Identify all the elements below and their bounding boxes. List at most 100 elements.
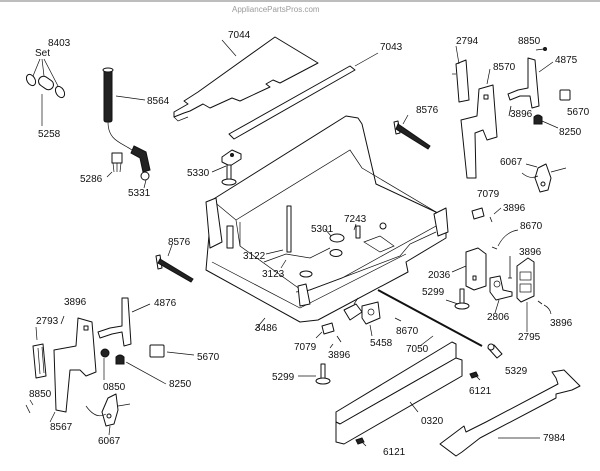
label-7984: 7984 bbox=[543, 433, 566, 444]
part-5329-cap[interactable] bbox=[487, 343, 503, 359]
part-2795-control-panel[interactable] bbox=[516, 257, 535, 303]
label-8576-left: 8576 bbox=[168, 237, 191, 248]
label-3896-top: 3896 bbox=[510, 109, 533, 120]
part-8850-screw-left[interactable] bbox=[25, 404, 31, 414]
part-7079-clip-center[interactable] bbox=[321, 322, 335, 335]
part-2794-cover[interactable] bbox=[452, 59, 470, 103]
part-6121-screw-bottom[interactable] bbox=[355, 437, 367, 447]
label-7243: 7243 bbox=[344, 214, 367, 225]
label-4876: 4876 bbox=[154, 298, 177, 309]
part-5458-valve[interactable] bbox=[343, 297, 381, 325]
part-7043-strip[interactable] bbox=[228, 65, 356, 140]
part-6067-thermostat-top[interactable] bbox=[521, 163, 567, 193]
part-7079-clip-right[interactable] bbox=[471, 207, 485, 220]
label-2795: 2795 bbox=[518, 332, 541, 343]
part-3896-screw-right-2[interactable] bbox=[508, 256, 512, 279]
part-3896-screw-center[interactable] bbox=[336, 335, 342, 343]
label-8250-left: 8250 bbox=[169, 379, 192, 390]
part-8576-element-left[interactable] bbox=[155, 254, 194, 283]
part-7044-panel[interactable] bbox=[173, 36, 319, 122]
label-5670-top: 5670 bbox=[567, 107, 590, 118]
label-7079-center: 7079 bbox=[294, 342, 317, 353]
label-8564: 8564 bbox=[147, 96, 170, 107]
part-6121-screw-right[interactable] bbox=[469, 371, 481, 381]
label-7050: 7050 bbox=[406, 344, 429, 355]
part-8564-hose[interactable] bbox=[102, 67, 151, 181]
label-8567: 8567 bbox=[50, 422, 73, 433]
label-3896-left: 3896 bbox=[64, 297, 87, 308]
part-6067-thermostat-left[interactable] bbox=[85, 393, 131, 427]
part-3896-screw-left[interactable] bbox=[60, 315, 65, 325]
part-3896-screw-top[interactable] bbox=[508, 105, 512, 117]
label-2806: 2806 bbox=[487, 312, 510, 323]
watermark: AppliancePartsPros.com bbox=[232, 5, 320, 14]
part-3896-screw-right-1[interactable] bbox=[489, 216, 493, 223]
label-8250-top: 8250 bbox=[559, 127, 582, 138]
label-3896-right-3: 3896 bbox=[550, 318, 573, 329]
label-5458: 5458 bbox=[370, 338, 393, 349]
part-5670-connector-left[interactable] bbox=[149, 344, 165, 358]
label-5331: 5331 bbox=[128, 188, 151, 199]
label-8570: 8570 bbox=[493, 62, 516, 73]
part-8250-clip-left[interactable] bbox=[115, 354, 125, 365]
part-3486-base[interactable] bbox=[205, 115, 449, 323]
part-5330-nut-bolt[interactable] bbox=[221, 149, 242, 186]
part-5299-bolt-right[interactable] bbox=[454, 288, 470, 310]
part-0850-plug[interactable] bbox=[100, 348, 110, 358]
part-5299-bolt-center[interactable] bbox=[315, 363, 331, 385]
part-8576-element-top[interactable] bbox=[393, 120, 431, 150]
label-5299-center: 5299 bbox=[272, 372, 295, 383]
part-5670-connector-top[interactable] bbox=[559, 89, 571, 101]
label-6067-left: 6067 bbox=[98, 436, 121, 447]
label-5301: 5301 bbox=[311, 224, 334, 235]
label-6067-top: 6067 bbox=[500, 157, 523, 168]
part-4876-bracket[interactable] bbox=[97, 297, 132, 347]
label-8670-center: 8670 bbox=[396, 326, 419, 337]
label-5286: 5286 bbox=[80, 174, 103, 185]
label-8403: 8403 bbox=[48, 38, 71, 49]
label-6121-bottom: 6121 bbox=[383, 447, 406, 458]
part-8403-clamp-set[interactable] bbox=[25, 58, 67, 126]
part-2036-bracket[interactable] bbox=[465, 247, 487, 291]
part-5286-clip[interactable] bbox=[106, 152, 123, 178]
part-8570-bracket[interactable] bbox=[460, 84, 498, 179]
label-3896-right-2: 3896 bbox=[519, 247, 542, 258]
label-0850: 0850 bbox=[103, 382, 126, 393]
label-6121-right: 6121 bbox=[469, 386, 492, 397]
part-7984-panel[interactable] bbox=[439, 369, 581, 457]
label-7043: 7043 bbox=[380, 42, 403, 53]
label-4875: 4875 bbox=[555, 55, 578, 66]
label-5670-left: 5670 bbox=[197, 352, 220, 363]
label-2036: 2036 bbox=[428, 270, 451, 281]
part-8670-screw-center[interactable] bbox=[394, 317, 402, 322]
part-7050-rod[interactable] bbox=[377, 289, 483, 347]
label-3896-right-1: 3896 bbox=[503, 203, 526, 214]
part-8567-bracket[interactable] bbox=[53, 317, 97, 413]
label-3896-center: 3896 bbox=[328, 350, 351, 361]
label-7079-right: 7079 bbox=[477, 189, 500, 200]
part-8850-screw-top[interactable] bbox=[535, 47, 547, 51]
label-0320: 0320 bbox=[421, 416, 444, 427]
label-8576-top: 8576 bbox=[416, 105, 439, 116]
part-2806-bracket[interactable] bbox=[489, 275, 513, 301]
part-8250-clip-top[interactable] bbox=[533, 114, 543, 125]
label-8850-left: 8850 bbox=[29, 389, 52, 400]
part-0320-kickplate[interactable] bbox=[335, 341, 463, 445]
part-8670-screw-right[interactable] bbox=[491, 246, 498, 250]
label-7044: 7044 bbox=[228, 30, 251, 41]
label-5258: 5258 bbox=[38, 129, 61, 140]
label-2794: 2794 bbox=[456, 36, 479, 47]
label-8850-top: 8850 bbox=[518, 36, 541, 47]
label-5329: 5329 bbox=[505, 366, 528, 377]
label-5299-right: 5299 bbox=[422, 287, 445, 298]
part-2793-cover[interactable] bbox=[32, 343, 47, 379]
label-3486: 3486 bbox=[255, 323, 278, 334]
label-2793: 2793 bbox=[36, 316, 59, 327]
label-5330: 5330 bbox=[187, 168, 210, 179]
label-8670-right: 8670 bbox=[520, 221, 543, 232]
part-3896-screw-right-3[interactable] bbox=[537, 300, 543, 305]
part-4875-bracket[interactable] bbox=[507, 57, 540, 109]
label-set: Set bbox=[35, 48, 50, 59]
top-border bbox=[0, 0, 600, 2]
